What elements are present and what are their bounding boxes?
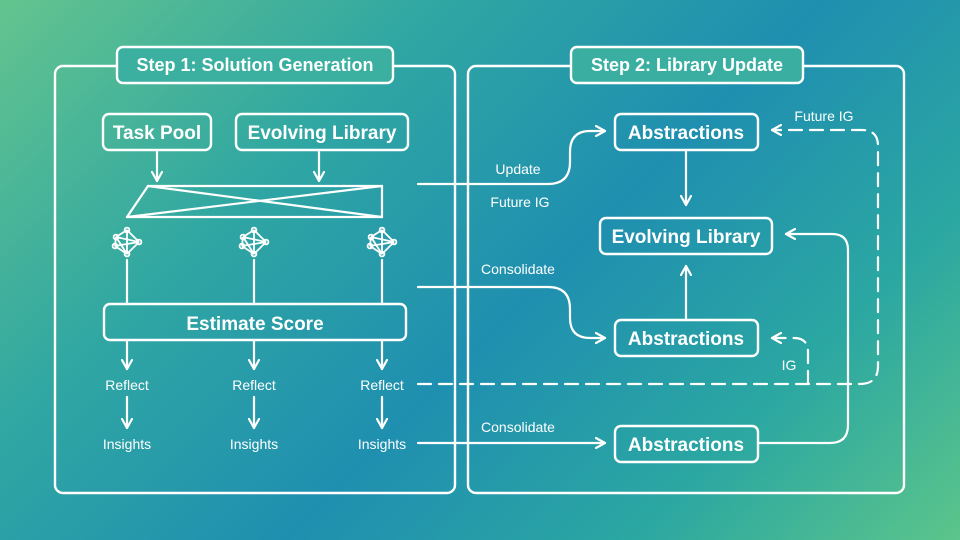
consolidate-label-bottom: Consolidate xyxy=(481,419,555,435)
feedback-edge xyxy=(756,234,850,445)
estimate-score-label: Estimate Score xyxy=(186,314,323,335)
evolving-library-box-step2 xyxy=(598,216,774,256)
reflect-label: Reflect xyxy=(105,377,149,393)
insights-label: Insights xyxy=(230,436,278,452)
reflect-label: Reflect xyxy=(232,377,276,393)
reflect-label: Reflect xyxy=(360,377,404,393)
evolving-library-box-step1 xyxy=(234,112,410,152)
evolving-library-label-step1: Evolving Library xyxy=(248,123,397,144)
network-icon xyxy=(111,226,143,258)
network-icon xyxy=(366,226,398,258)
ig-label: IG xyxy=(782,357,797,373)
task-pool-label: Task Pool xyxy=(113,123,201,144)
future-ig-dashed-edge xyxy=(416,130,880,386)
ig-dashed-edge xyxy=(770,338,810,386)
evolving-library-label-step2: Evolving Library xyxy=(612,227,761,248)
step2-title: Step 2: Library Update xyxy=(569,45,805,85)
abstractions-label-mid: Abstractions xyxy=(628,329,744,350)
consolidate-edge-mid xyxy=(416,285,607,338)
future-ig-label-left: Future IG xyxy=(490,194,549,210)
network-icon xyxy=(238,226,270,258)
consolidate-label-mid: Consolidate xyxy=(481,261,555,277)
svg-text:Step 2: Library Update: Step 2: Library Update xyxy=(591,55,783,75)
abstractions-label-top: Abstractions xyxy=(628,123,744,144)
insights-label: Insights xyxy=(103,436,151,452)
sampling-lines xyxy=(125,184,384,219)
future-ig-label-right: Future IG xyxy=(794,108,853,124)
insights-label: Insights xyxy=(358,436,406,452)
step1-title: Step 1: Solution Generation xyxy=(115,45,395,85)
svg-text:Step 1: Solution Generation: Step 1: Solution Generation xyxy=(136,55,373,75)
abstractions-label-bottom: Abstractions xyxy=(628,435,744,456)
update-label: Update xyxy=(495,161,540,177)
update-edge xyxy=(416,131,607,186)
